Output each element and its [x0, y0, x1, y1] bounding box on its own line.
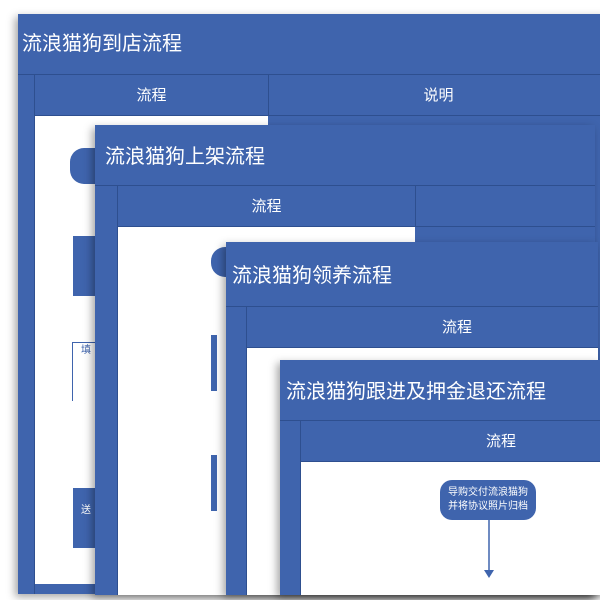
column-header-flow-text: 流程 [251, 197, 282, 215]
column-divider [117, 186, 118, 595]
column-header-flow-visible: 流程 [247, 307, 598, 347]
card-title-text: 流浪猫狗跟进及押金退还流程 [286, 379, 546, 403]
card-title-text: 流浪猫狗到店流程 [22, 31, 182, 55]
column-header-flow-text: 流程 [136, 86, 167, 104]
flowchart-card-followup: 流浪猫狗跟进及押金退还流程 流程 导购交付流浪猫狗 并将协议照片归档 [280, 360, 600, 595]
header-divider [117, 226, 595, 227]
column-header-flow-text: 流程 [486, 432, 517, 450]
start-node-handover: 导购交付流浪猫狗 并将协议照片归档 [440, 480, 536, 520]
process-box [211, 335, 217, 391]
column-header-flow: 流程 [35, 75, 268, 115]
column-divider [268, 75, 269, 115]
process-box [73, 236, 97, 296]
card-title: 流浪猫狗跟进及押金退还流程 [280, 360, 600, 418]
column-divider [300, 421, 301, 595]
process-box [73, 488, 97, 548]
process-label-text: 送 [81, 505, 91, 516]
column-header-flow: 流程 [301, 421, 600, 461]
title-divider [280, 420, 600, 421]
process-box [211, 455, 217, 511]
column-header-flow-text: 流程 [442, 318, 473, 336]
column-divider [415, 186, 416, 226]
card-title: 流浪猫狗到店流程 [18, 14, 600, 72]
card-title: 流浪猫狗领养流程 [226, 242, 598, 300]
flow-arrow-down [484, 520, 494, 578]
column-divider [34, 75, 35, 594]
title-divider [18, 74, 600, 75]
column-divider [246, 307, 247, 595]
title-divider [95, 185, 595, 186]
header-divider [300, 461, 600, 462]
header-divider [246, 347, 598, 348]
card-title: 流浪猫狗上架流程 [95, 125, 595, 183]
column-header-desc-text: 说明 [423, 86, 454, 104]
document-label-partial: 填 [78, 344, 94, 358]
process-label-partial: 送 [78, 504, 94, 518]
header-divider [34, 115, 600, 116]
card-title-text: 流浪猫狗上架流程 [105, 144, 265, 168]
start-node-line-2: 并将协议照片归档 [448, 501, 528, 512]
card-title-text: 流浪猫狗领养流程 [232, 263, 392, 287]
document-label-text: 填 [81, 345, 91, 356]
column-header-flow: 流程 [118, 186, 415, 226]
title-divider [226, 306, 598, 307]
column-header-desc: 说明 [269, 75, 600, 115]
start-node-line-1: 导购交付流浪猫狗 [448, 487, 528, 498]
